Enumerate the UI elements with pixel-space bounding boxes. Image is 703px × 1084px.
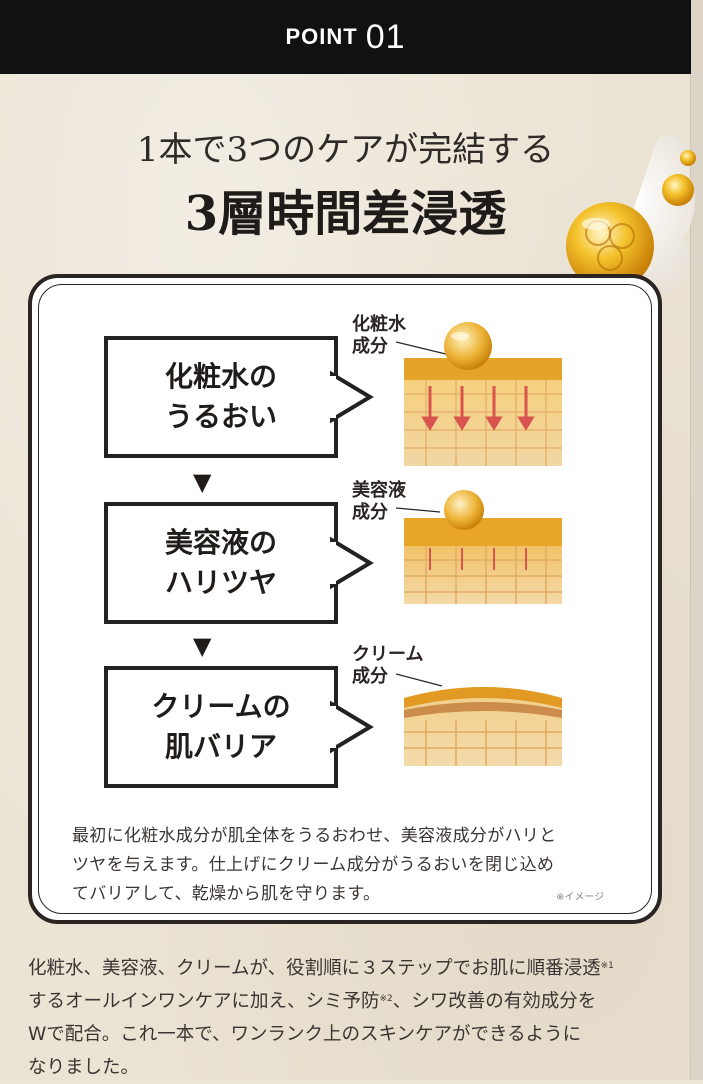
- down-arrow-icon: ▼: [193, 632, 212, 660]
- down-arrow-icon: ▼: [193, 468, 212, 496]
- step-box-cream: クリームの 肌バリア: [104, 666, 338, 788]
- component-label-cream: クリーム 成分: [352, 644, 423, 688]
- component-label-line2: 成分: [352, 666, 388, 687]
- speech-pointer-icon: [330, 536, 374, 590]
- caption-text: 、シワ改善の有効成分を: [392, 991, 597, 1012]
- step-title-line2: ハリツヤ: [164, 566, 277, 599]
- caption-line: 化粧水、美容液、クリームが、役割順に３ステップでお肌に順番浸透※1: [28, 952, 678, 985]
- skin-layer-illustration-serum: [396, 490, 562, 604]
- description-line: 最初に化粧水成分が肌全体をうるおわせ、美容液成分がハリと: [72, 826, 557, 846]
- component-label-line1: 化粧水: [352, 314, 406, 335]
- step-title-line2: 肌バリア: [164, 730, 277, 763]
- step-box-serum: 美容液の ハリツヤ: [104, 502, 338, 624]
- caption-line: なりました。: [28, 1057, 140, 1078]
- step-title-line2: うるおい: [164, 400, 277, 433]
- description-line: てバリアして、乾燥から肌を守ります。: [72, 884, 381, 904]
- speech-pointer-icon: [330, 370, 374, 424]
- caption-text: するオールインワンケアに加え、シミ予防: [28, 991, 380, 1012]
- headline-title: 3層時間差浸透: [184, 186, 507, 242]
- speech-pointer-icon: [330, 700, 374, 754]
- description-text: 最初に化粧水成分が肌全体をうるおわせ、美容液成分がハリと ツヤを与えます。仕上げ…: [72, 822, 632, 909]
- component-label-serum: 美容液 成分: [352, 480, 406, 524]
- point-label: POINT: [285, 24, 358, 49]
- product-caption: 化粧水、美容液、クリームが、役割順に３ステップでお肌に順番浸透※1 するオールイ…: [28, 952, 678, 1084]
- footnote-marker: ※2: [379, 994, 393, 1004]
- headline-subtitle: 1本で3つのケアが完結する: [136, 130, 555, 170]
- component-label-line2: 成分: [352, 336, 388, 357]
- skin-layer-illustration-cream: [396, 673, 562, 766]
- step-title-line1: クリームの: [151, 690, 291, 723]
- gold-capsule-splash-image: [566, 135, 696, 297]
- step-box-toner: 化粧水の うるおい: [104, 336, 338, 458]
- description-line: ツヤを与えます。仕上げにクリーム成分がうるおいを閉じ込め: [72, 855, 555, 875]
- caption-line: するオールインワンケアに加え、シミ予防※2、シワ改善の有効成分を: [28, 985, 678, 1018]
- image-note: ※イメージ: [556, 892, 605, 903]
- footnote-marker: ※1: [600, 961, 614, 971]
- component-label-line1: 美容液: [352, 480, 406, 501]
- point-number: 01: [365, 17, 406, 56]
- info-frame-inner-border: [38, 284, 652, 914]
- component-label-line2: 成分: [352, 502, 388, 523]
- component-label-line1: クリーム: [352, 644, 424, 665]
- step-title-line1: 美容液の: [164, 526, 277, 559]
- caption-text: 化粧水、美容液、クリームが、役割順に３ステップでお肌に順番浸透: [28, 958, 601, 979]
- point-header-bar: POINT 01: [0, 0, 691, 74]
- caption-line: Wで配合。これ一本で、ワンランク上のスキンケアができるように: [28, 1024, 582, 1045]
- skin-layer-illustration-toner: [396, 322, 562, 466]
- step-title-line1: 化粧水の: [164, 360, 277, 393]
- component-label-toner: 化粧水 成分: [352, 314, 406, 358]
- right-edge-strip: [690, 0, 703, 1080]
